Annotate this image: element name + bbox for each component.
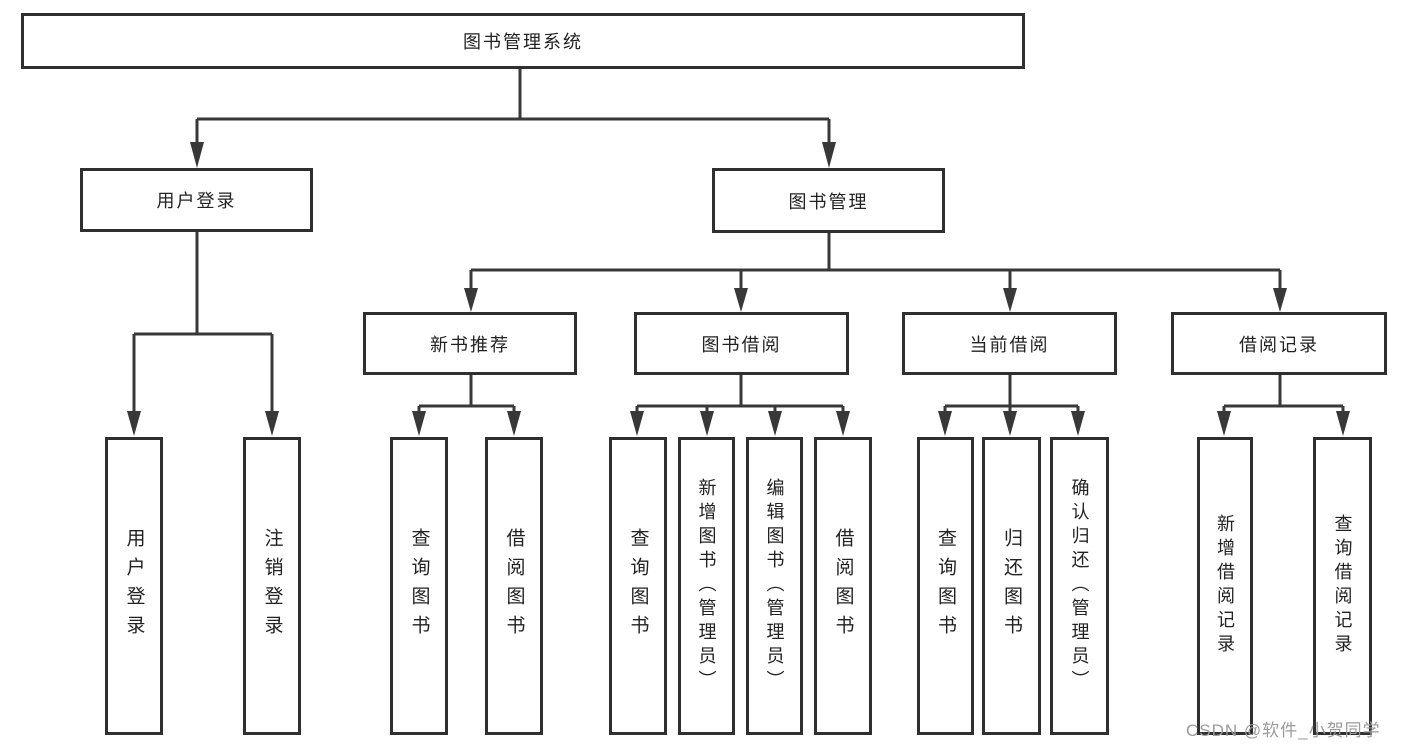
leaf-borrow-books-recommend: 借阅图书	[485, 437, 543, 735]
leaf-return-books: 归还图书	[982, 437, 1041, 735]
watermark-text: CSDN @软件_小贺同学	[1186, 721, 1381, 740]
node-book-management-module: 图书管理	[712, 168, 945, 233]
leaf-query-books-borrow: 查询图书	[609, 437, 667, 735]
node-book-borrow: 图书借阅	[634, 312, 849, 375]
leaf-add-books-admin: 新增图书（管理员）	[678, 437, 735, 735]
arrowheads	[127, 142, 1350, 436]
node-new-book-recommend: 新书推荐	[363, 312, 577, 375]
leaf-query-books-recommend: 查询图书	[390, 437, 448, 735]
node-current-borrow: 当前借阅	[902, 312, 1117, 375]
leaf-confirm-return-admin: 确认归还（管理员）	[1050, 437, 1109, 735]
leaf-borrow-books: 借阅图书	[814, 437, 872, 735]
leaf-query-books-current: 查询图书	[917, 437, 974, 735]
node-root-library-system: 图书管理系统	[21, 13, 1025, 69]
leaf-query-borrow-record: 查询借阅记录	[1313, 437, 1372, 735]
leaf-user-login: 用户登录	[105, 437, 163, 735]
node-user-login-module: 用户登录	[80, 168, 313, 232]
leaf-edit-books-admin: 编辑图书（管理员）	[746, 437, 803, 735]
node-borrow-record: 借阅记录	[1171, 312, 1387, 375]
leaf-add-borrow-record: 新增借阅记录	[1197, 437, 1253, 735]
leaf-logout: 注销登录	[243, 437, 301, 735]
